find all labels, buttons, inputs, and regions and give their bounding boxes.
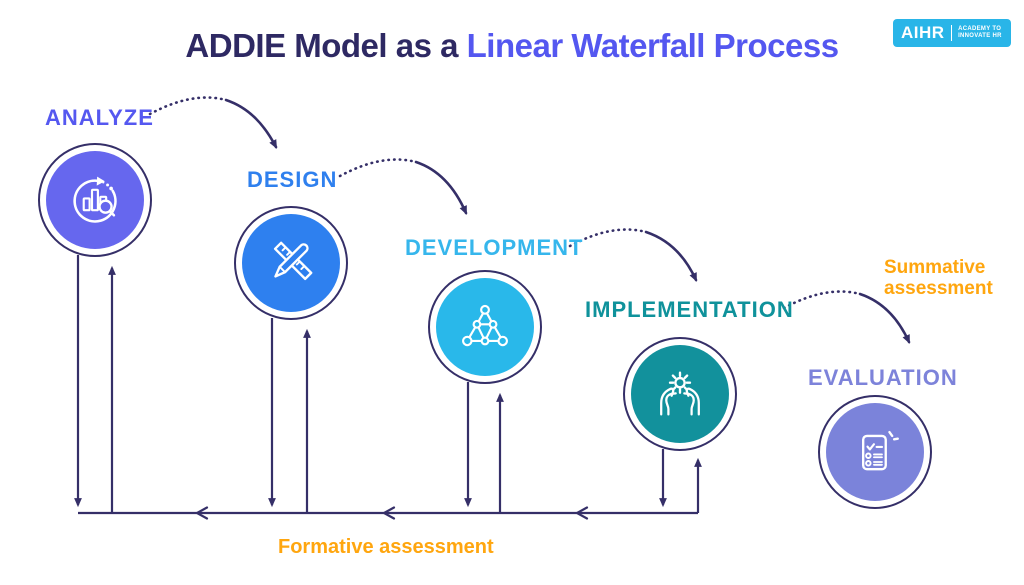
- network-nodes-icon: [462, 304, 508, 347]
- feedback-left-chevron-2: [381, 506, 396, 520]
- stage-label-design: DESIGN: [247, 167, 338, 192]
- stage-circle-fill-development: [436, 278, 534, 376]
- aihr-logo-tagline-top: ACADEMY TO: [958, 26, 1002, 32]
- stage-circle-fill-analyze: [46, 151, 144, 249]
- aihr-logo-tagline: ACADEMY TO INNOVATE HR: [958, 26, 1002, 40]
- stage-circle-evaluation: [818, 395, 932, 509]
- stage-label-analyze: ANALYZE: [45, 105, 154, 130]
- hands-gear-icon: [660, 371, 700, 416]
- stage-circle-fill-evaluation: [826, 403, 924, 501]
- stage-arrow-heads: [224, 98, 911, 344]
- stage-circle-fill-implementation: [631, 345, 729, 443]
- feedback-loop: [74, 255, 702, 520]
- summative-assessment-label: Summative assessment: [884, 257, 993, 299]
- arrow-development-implementation-head: [644, 230, 698, 282]
- bar-chart-search-icon: [73, 176, 117, 223]
- checklist-icon: [862, 430, 899, 471]
- page-title-highlight: Linear Waterfall Process: [466, 27, 839, 64]
- page-title-prefix: ADDIE Model as a: [185, 27, 467, 64]
- stage-label-implementation: IMPLEMENTATION: [585, 297, 794, 322]
- feedback-left-chevron-1: [194, 506, 209, 520]
- stage-label-evaluation: EVALUATION: [808, 365, 958, 390]
- aihr-logo: AIHR ACADEMY TO INNOVATE HR: [893, 19, 1011, 47]
- stage-label-development: DEVELOPMENT: [405, 235, 584, 260]
- arrow-implementation-evaluation-tail: [782, 290, 862, 310]
- formative-assessment-label: Formative assessment: [278, 536, 494, 558]
- stage-circle-implementation: [623, 337, 737, 451]
- feedback-left-chevron-3: [574, 506, 589, 520]
- aihr-logo-tagline-bottom: INNOVATE HR: [958, 33, 1002, 39]
- pencil-ruler-icon: [273, 241, 313, 281]
- stage-circle-analyze: [38, 143, 152, 257]
- arrow-analyze-design-tail: [148, 96, 228, 116]
- stage-circle-fill-design: [242, 214, 340, 312]
- page-title: ADDIE Model as a Linear Waterfall Proces…: [0, 27, 1024, 65]
- stage-circle-design: [234, 206, 348, 320]
- aihr-logo-brand: AIHR: [901, 23, 945, 42]
- arrow-design-development-head: [414, 160, 468, 215]
- stage-circle-development: [428, 270, 542, 384]
- arrow-design-development-tail: [338, 158, 418, 178]
- aihr-logo-divider: [950, 25, 953, 41]
- arrow-analyze-design-head: [224, 98, 278, 149]
- arrow-implementation-evaluation-head: [858, 292, 911, 344]
